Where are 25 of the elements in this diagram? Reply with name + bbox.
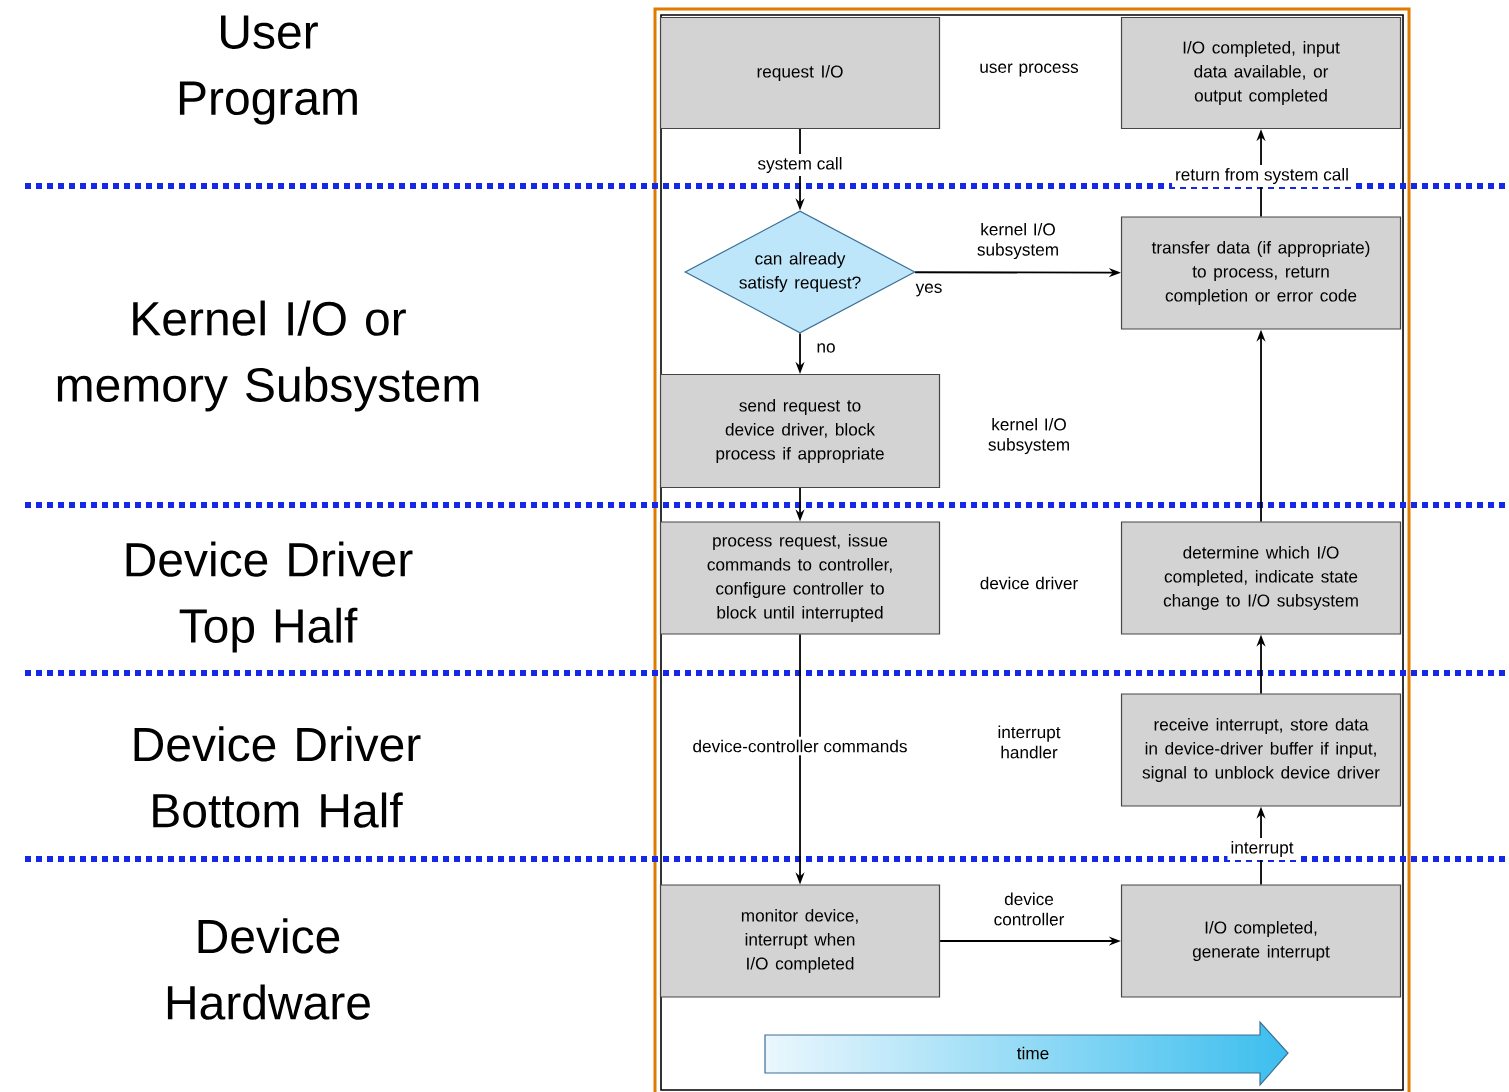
layer-label: device driver bbox=[980, 576, 1078, 590]
row-label: Device Driver Bottom Half bbox=[134, 726, 421, 828]
process-box: request I/O bbox=[659, 16, 941, 130]
row-label: User Program bbox=[179, 15, 357, 125]
process-box: send request to device driver, block process if appropriate bbox=[659, 373, 941, 489]
row-label: Device Hardware bbox=[167, 918, 370, 1020]
row-label: Device Driver Top Half bbox=[126, 541, 413, 653]
edge-label: system call bbox=[754, 154, 846, 176]
process-box: process request, issue commands to controller, configure controller to block until interrupted bbox=[659, 521, 941, 635]
edge-label: no bbox=[813, 340, 839, 356]
edge-label: return from system call bbox=[1172, 165, 1352, 187]
layer-label: interrupt handler bbox=[998, 725, 1061, 759]
process-box: I/O completed, generate interrupt bbox=[1120, 884, 1402, 998]
process-box: monitor device, interrupt when I/O completed bbox=[659, 884, 941, 998]
edge-label: device-controller commands bbox=[689, 736, 911, 756]
process-box: determine which I/O completed, indicate state change to I/O subsystem bbox=[1120, 521, 1402, 635]
process-box: I/O completed, input data available, or output completed bbox=[1120, 16, 1402, 130]
row-label: Kernel I/O or memory Subsystem bbox=[57, 300, 479, 412]
layer-label: user process bbox=[980, 63, 1079, 77]
edge-label: interrupt bbox=[1227, 838, 1297, 861]
layer-label: kernel I/O subsystem bbox=[977, 222, 1058, 260]
layer-label: kernel I/O subsystem bbox=[988, 417, 1069, 455]
process-box: transfer data (if appropriate) to process, return completion or error code bbox=[1120, 216, 1402, 330]
process-box: receive interrupt, store data in device-driver buffer if input, signal to unblock device driver bbox=[1120, 693, 1402, 807]
layer-label: device controller bbox=[994, 892, 1065, 926]
